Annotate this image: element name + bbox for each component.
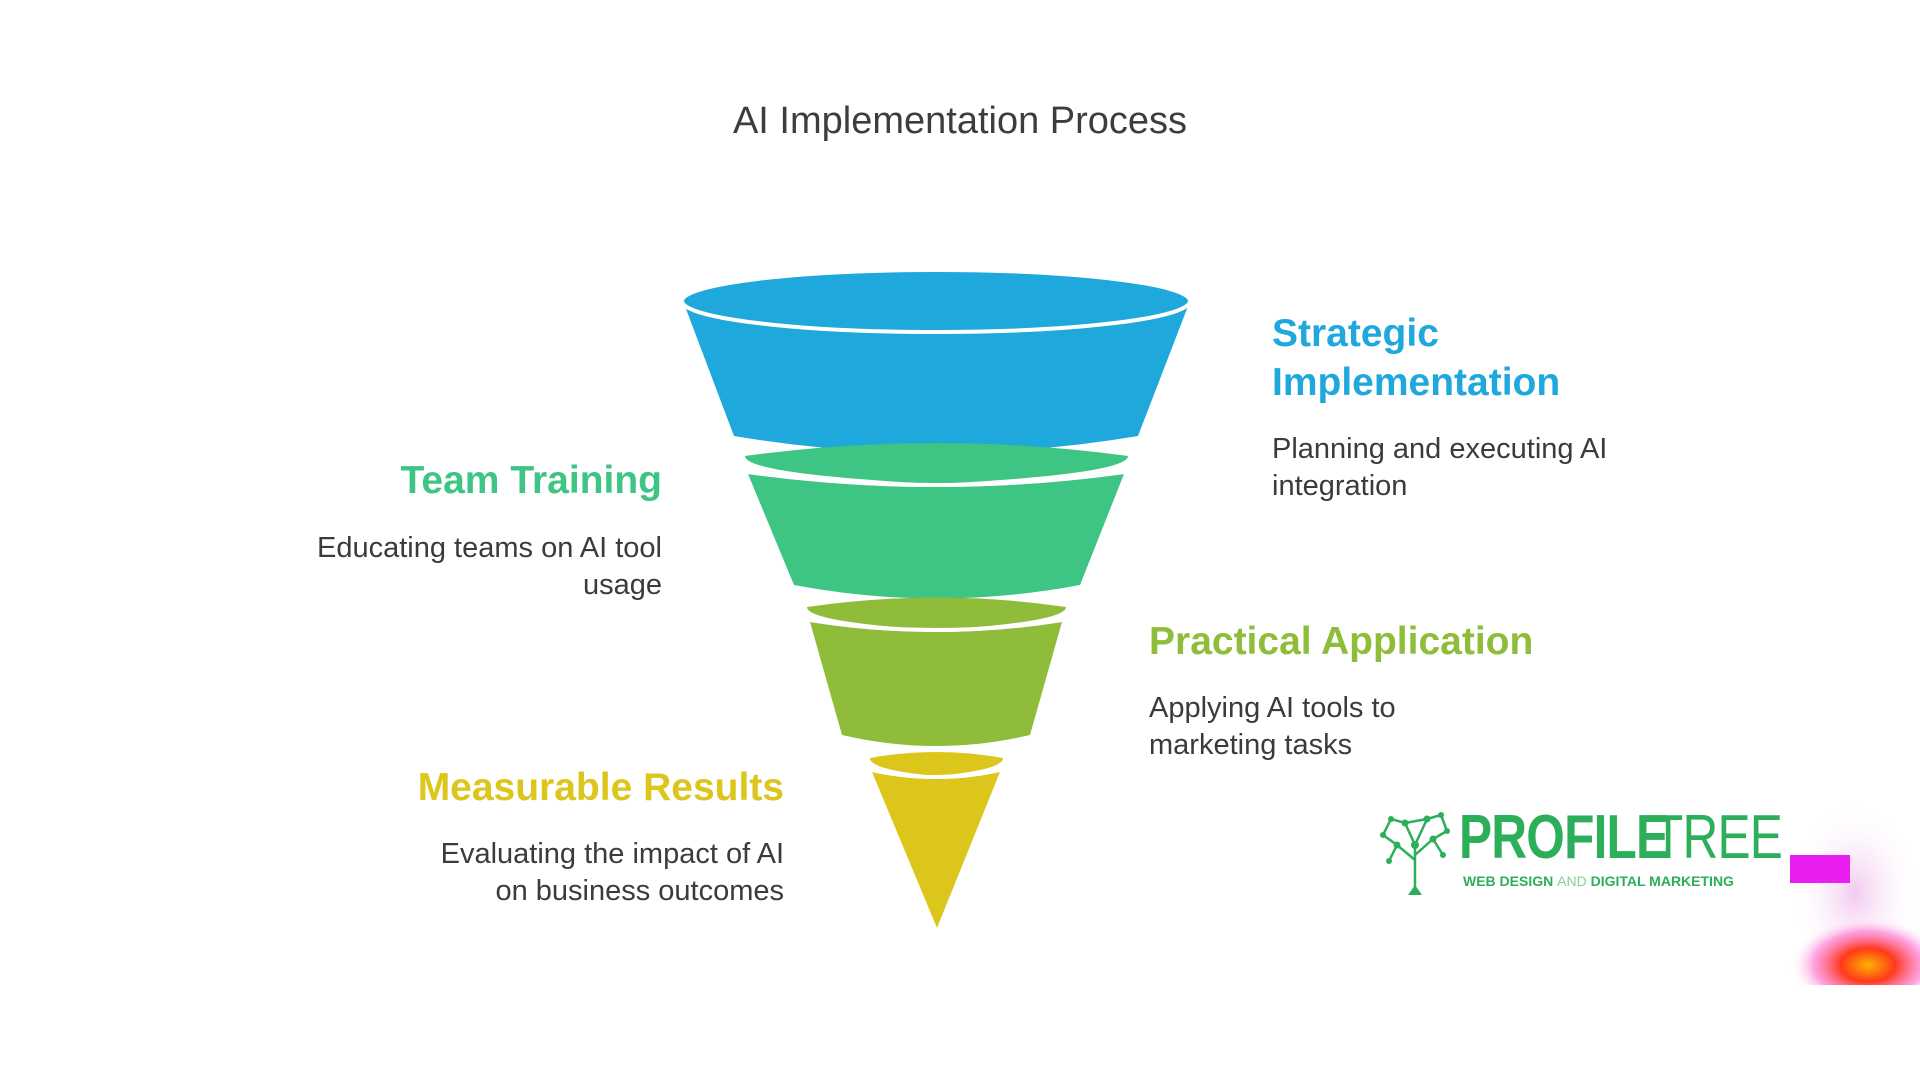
funnel-stage-results: [870, 752, 1003, 928]
stage-strategic-heading: Strategic Implementation: [1272, 309, 1560, 407]
diagram-title: AI Implementation Process: [732, 100, 1188, 142]
funnel-separator-line: [747, 470, 1125, 487]
logo-tagline-part: AND: [1557, 873, 1587, 889]
description-line: Educating teams on AI tool: [317, 532, 662, 564]
stage-training-heading: Team Training: [400, 459, 663, 502]
decorative-smudge: [1790, 800, 1920, 985]
funnel-segment-yellow: [872, 772, 1000, 928]
logo-tagline-part: WEB DESIGN: [1463, 873, 1554, 889]
funnel-stage-training: [745, 443, 1128, 599]
tree-network-icon: [1380, 812, 1450, 895]
heading-line: Implementation: [1272, 361, 1561, 404]
stage-results-heading: Measurable Results: [417, 766, 784, 809]
stage-results-description: Evaluating the impact of AI on business …: [284, 836, 784, 910]
funnel-band-green: [745, 443, 1128, 484]
funnel-segment-lime: [810, 622, 1062, 746]
logo-word-bold: PROFILE: [1459, 803, 1669, 872]
funnel-band-yellow: [870, 752, 1003, 776]
description-line: Applying AI tools to: [1149, 692, 1396, 724]
funnel-stage-strategic: [680, 268, 1192, 453]
stage-training-description: Educating teams on AI tool usage: [262, 530, 662, 604]
funnel-stage-application: [807, 597, 1066, 746]
description-line: integration: [1272, 470, 1408, 502]
heading-line: Strategic: [1272, 312, 1439, 355]
logo-tagline-part: DIGITAL MARKETING: [1590, 873, 1734, 889]
stage-strategic-description: Planning and executing AI integration: [1272, 431, 1607, 505]
description-line: Evaluating the impact of AI: [440, 838, 784, 870]
funnel-top-ellipse: [680, 268, 1192, 334]
funnel-separator-line: [809, 618, 1063, 632]
description-line: marketing tasks: [1149, 729, 1353, 761]
stage-application-heading: Practical Application: [1149, 620, 1534, 663]
funnel-band-lime: [807, 597, 1066, 630]
description-line: usage: [582, 569, 662, 601]
stage-application-description: Applying AI tools to marketing tasks: [1149, 690, 1396, 764]
funnel-segment-green: [748, 474, 1124, 599]
funnel-separator-line: [871, 768, 1001, 779]
logo-word-light: TREE: [1653, 803, 1783, 872]
funnel-segment-blue: [683, 301, 1190, 453]
logo-tagline: WEB DESIGN AND DIGITAL MARKETING: [1463, 873, 1734, 889]
description-line: on business outcomes: [495, 875, 784, 907]
description-line: Planning and executing AI: [1272, 433, 1608, 465]
